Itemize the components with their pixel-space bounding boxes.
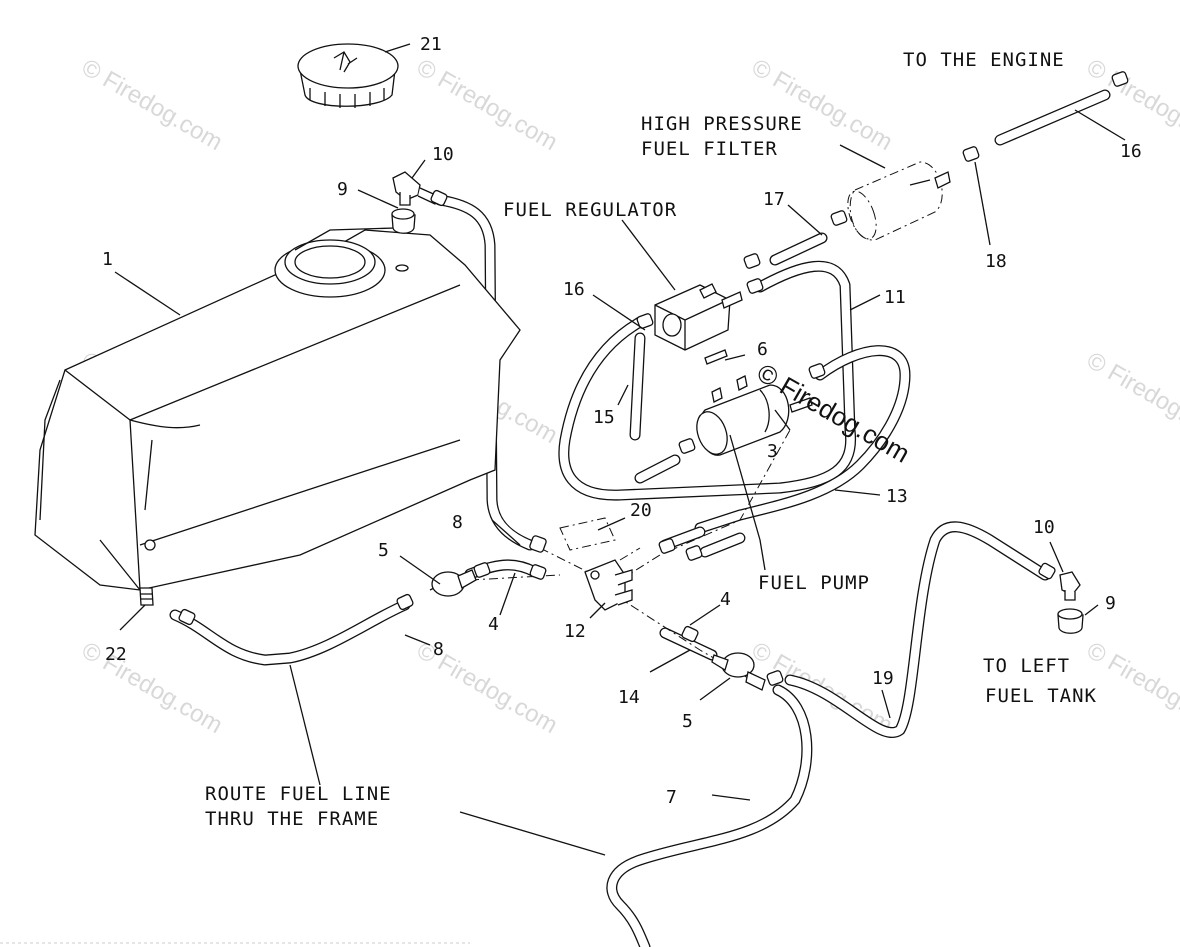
callout-numbers: 21 10 9 1 17 16 18 16 11 6 15 3 13 20 8 … (102, 34, 1142, 808)
label-to-the-engine: TO THE ENGINE (903, 49, 1065, 71)
callout-20: 20 (630, 500, 652, 521)
callout-7: 7 (666, 787, 677, 808)
callout-16-regulator: 16 (563, 279, 585, 300)
callout-15: 15 (593, 407, 615, 428)
callout-13: 13 (886, 486, 908, 507)
hose-pump-outlet-pair (659, 526, 746, 558)
callout-21: 21 (420, 34, 442, 55)
high-pressure-fuel-filter (847, 161, 951, 241)
fuel-regulator (654, 283, 743, 351)
text-labels: TO THE ENGINE HIGH PRESSURE FUEL FILTER … (205, 49, 1097, 830)
watermark: © Firedog.com (77, 637, 227, 739)
hose-17 (769, 232, 828, 266)
label-fuel-regulator: FUEL REGULATOR (503, 199, 677, 221)
callout-6: 6 (757, 339, 768, 360)
hose-14 (659, 627, 718, 661)
hose-8-upper (434, 194, 536, 551)
watermark: © Firedog.com (412, 54, 562, 156)
hose-11-loop (558, 260, 857, 501)
callout-16-engine: 16 (1120, 141, 1142, 162)
callout-3: 3 (767, 441, 778, 462)
callout-12: 12 (564, 621, 586, 642)
hose-8-lower (169, 599, 411, 666)
decal-20 (559, 517, 616, 551)
callout-18: 18 (985, 251, 1007, 272)
fuel-filter-5-left (429, 569, 477, 597)
callout-5-right: 5 (682, 711, 693, 732)
callout-5-left: 5 (378, 540, 389, 561)
callout-10-upper: 10 (432, 144, 454, 165)
fuel-pump (696, 375, 813, 456)
callout-11: 11 (884, 287, 906, 308)
hose-16-engine (994, 89, 1111, 146)
label-fuel-pump: FUEL PUMP (758, 572, 870, 594)
label-fuel-tank: FUEL TANK (985, 685, 1097, 707)
hose-13-loop (694, 345, 911, 534)
hose-19 (784, 521, 1051, 738)
fuel-filter-5-right (711, 652, 766, 691)
tee-fitting-12 (584, 559, 633, 611)
elbow-10-lower (1059, 571, 1081, 601)
callout-22: 22 (105, 644, 127, 665)
fitting-22 (139, 587, 154, 606)
callout-9-upper: 9 (337, 179, 348, 200)
callout-14: 14 (618, 687, 640, 708)
watermark: © Firedog.com (1082, 347, 1180, 449)
watermark: © Firedog.com (77, 54, 227, 156)
callout-9-lower: 9 (1105, 593, 1116, 614)
hose-clamps (178, 71, 1129, 686)
grommet-9-upper (391, 208, 416, 234)
hose-7 (606, 684, 813, 947)
callout-17: 17 (763, 189, 785, 210)
callout-10-lower: 10 (1033, 517, 1055, 538)
leader-lines (114, 43, 1126, 856)
callout-8-upper: 8 (452, 512, 463, 533)
screw-6 (704, 349, 728, 365)
callout-4-left: 4 (488, 614, 499, 635)
callout-19: 19 (872, 668, 894, 689)
grommet-9-lower (1057, 608, 1084, 634)
hose-pump-inlet (634, 454, 681, 484)
callout-1: 1 (102, 249, 113, 270)
label-fuel-filter: FUEL FILTER (641, 138, 778, 160)
fuel-cap (297, 43, 399, 108)
label-route-fuel-line: ROUTE FUEL LINE (205, 783, 392, 805)
label-thru-the-frame: THRU THE FRAME (205, 808, 379, 830)
label-high-pressure: HIGH PRESSURE (641, 113, 803, 135)
callout-8-lower: 8 (433, 639, 444, 660)
hoses (169, 89, 1111, 947)
fuel-tank (34, 227, 521, 591)
label-to-left: TO LEFT (983, 655, 1070, 677)
hose-15 (629, 332, 646, 441)
callout-4-right: 4 (720, 589, 731, 610)
